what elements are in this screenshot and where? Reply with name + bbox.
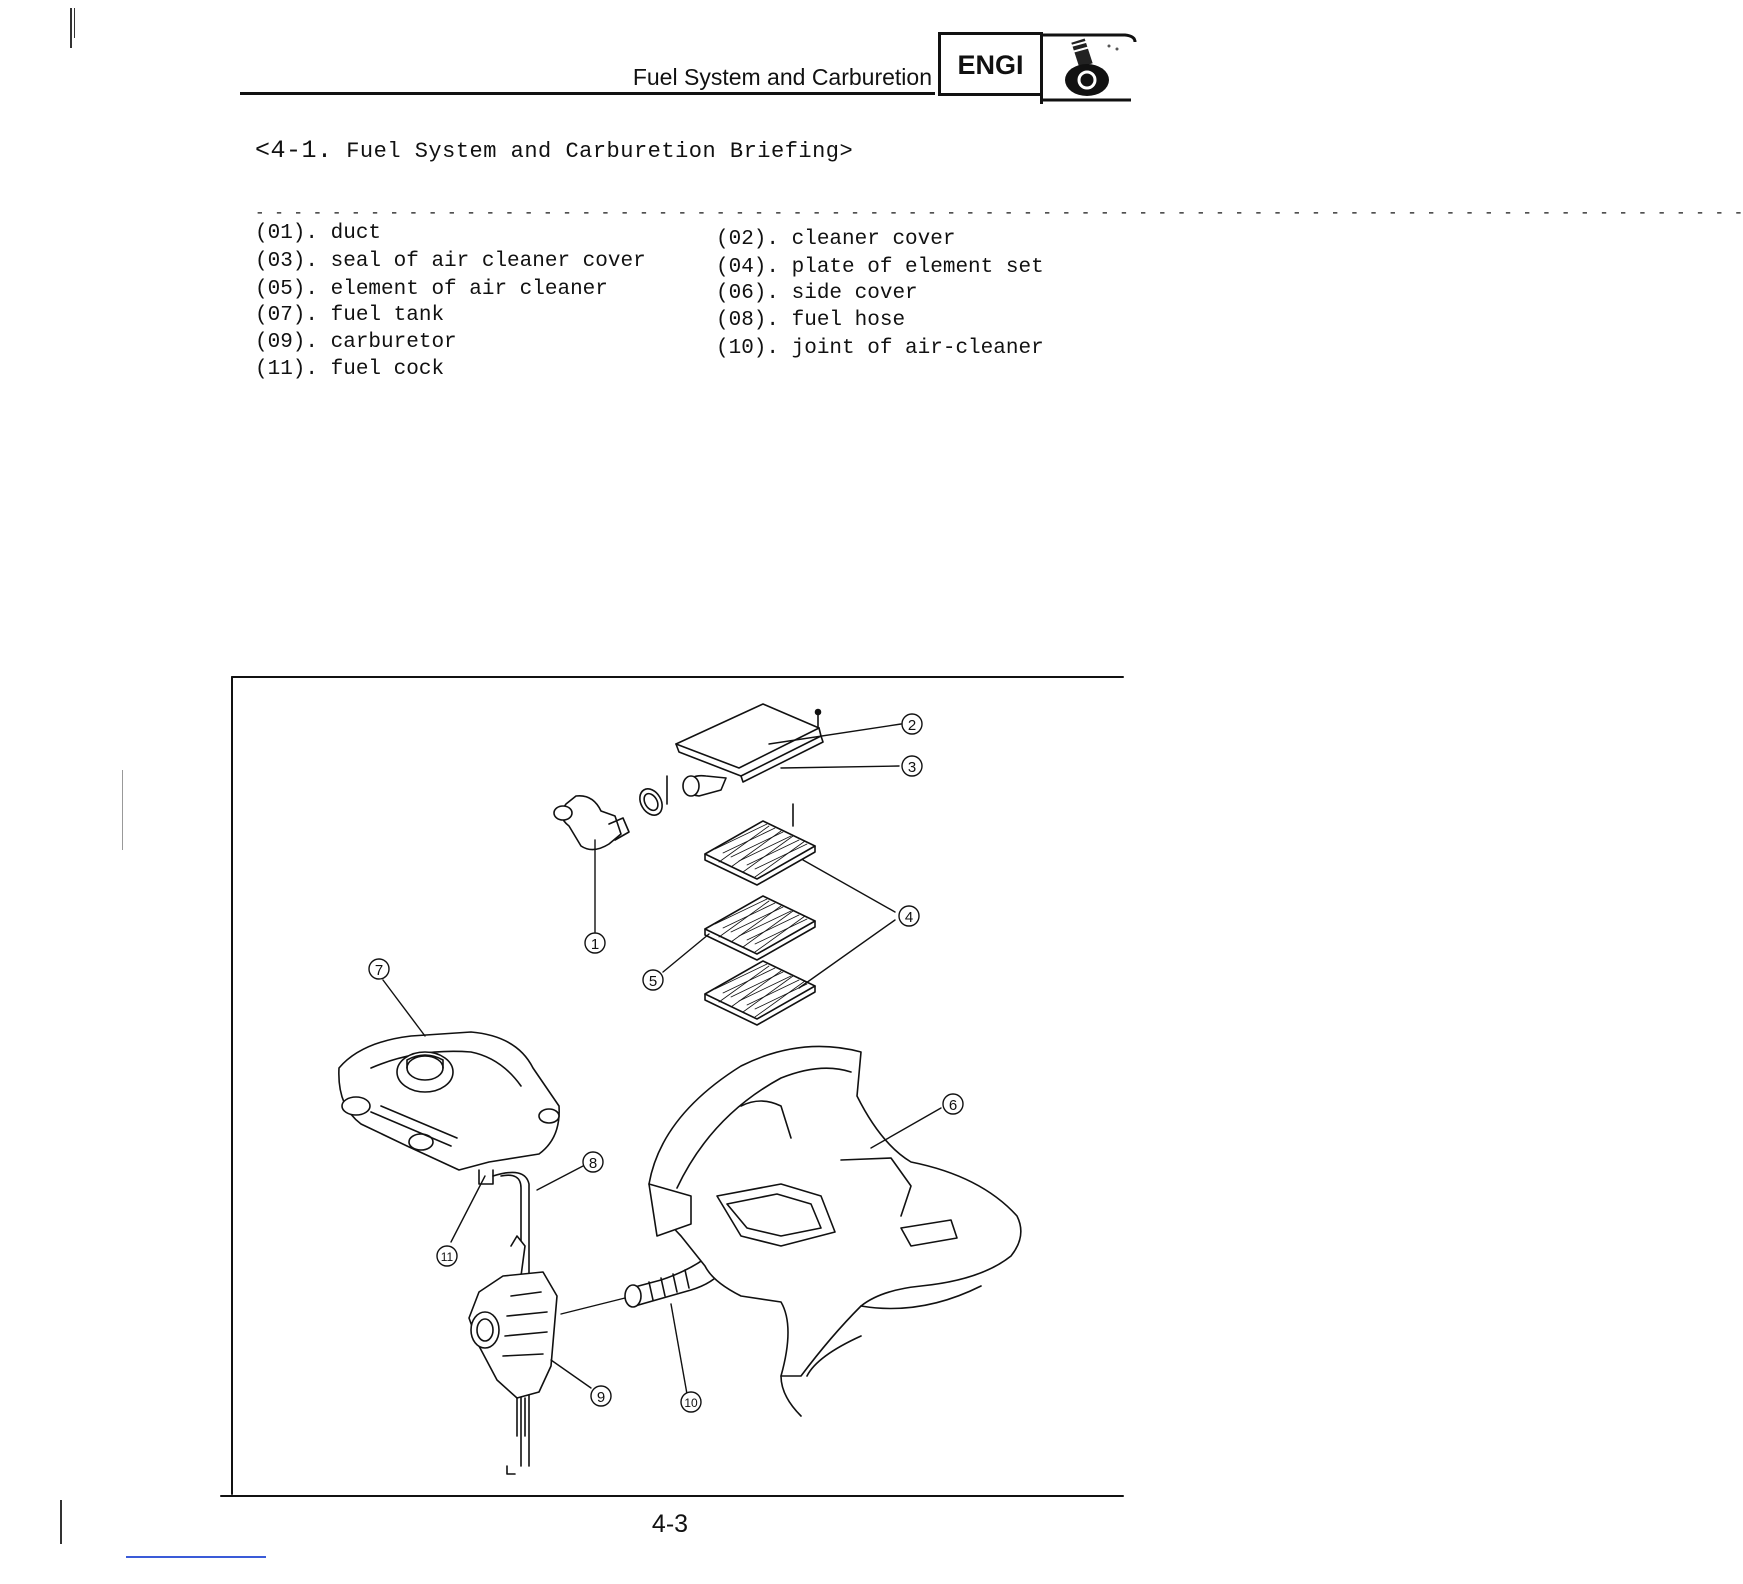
callout-4: 4 (898, 905, 920, 927)
dashed-divider: - - - - - - - - - - - - - - - - - - - - … (255, 204, 1743, 222)
part-name: fuel cock (330, 358, 445, 381)
part-number: (02). (716, 228, 780, 251)
callout-2: 2 (901, 713, 923, 735)
part-name: fuel tank (330, 304, 445, 327)
callout-10-label: 10 (684, 1396, 698, 1410)
list-item: (04). plate of element set (716, 256, 1044, 279)
part-number: (07). (255, 304, 319, 327)
side-cover-drawing (648, 1045, 1022, 1417)
part-name: seal of air cleaner cover (330, 250, 646, 273)
part-number: (08). (716, 309, 780, 332)
list-item: (05). element of air cleaner (255, 278, 608, 301)
scan-mark (70, 8, 72, 48)
list-item: (01). duct (255, 222, 381, 245)
callout-5: 5 (642, 969, 664, 991)
part-number: (06). (716, 282, 780, 305)
page-number: 4-3 (651, 1510, 689, 1538)
callout-1: 1 (584, 932, 606, 954)
callout-6-label: 6 (949, 1097, 957, 1114)
scan-underline (126, 1556, 266, 1558)
scan-mark (60, 1500, 62, 1544)
fuel-tank-drawing (338, 1031, 560, 1171)
callout-8-label: 8 (589, 1155, 597, 1172)
part-number: (04). (716, 256, 780, 279)
part-name: joint of air-cleaner (791, 337, 1044, 360)
cleaner-cover-drawing (666, 703, 824, 805)
part-number: (10). (716, 337, 780, 360)
callout-3-label: 3 (908, 759, 916, 776)
part-name: element of air cleaner (330, 278, 608, 301)
carburetor-drawing (468, 1235, 558, 1437)
list-item: (03). seal of air cleaner cover (255, 250, 646, 273)
section-number: <4-1. (255, 136, 333, 165)
list-item: (10). joint of air-cleaner (716, 337, 1044, 360)
section-badge: ENGI (938, 32, 1040, 96)
part-name: plate of element set (791, 256, 1044, 279)
list-item: (02). cleaner cover (716, 228, 955, 251)
list-item: (11). fuel cock (255, 358, 444, 381)
part-name: duct (330, 222, 382, 245)
parts-list: (01). duct (02). cleaner cover (03). sea… (255, 218, 1135, 381)
scan-mark (122, 770, 123, 850)
callout-2-label: 2 (908, 717, 916, 734)
fuel-hose-drawing (478, 1169, 530, 1475)
callout-6: 6 (942, 1093, 964, 1115)
list-item: (07). fuel tank (255, 304, 444, 327)
list-item: (09). carburetor (255, 331, 457, 354)
part-name: cleaner cover (791, 228, 956, 251)
callout-7: 7 (368, 958, 390, 980)
section-badge-label: ENGI (957, 50, 1024, 80)
page-header-title: Fuel System and Carburetion (632, 64, 932, 90)
callout-3: 3 (901, 755, 923, 777)
part-name: carburetor (330, 331, 457, 354)
callout-11: 11 (436, 1245, 458, 1267)
callout-8: 8 (582, 1151, 604, 1173)
section-title: Fuel System and Carburetion Briefing> (346, 139, 854, 164)
part-number: (05). (255, 278, 319, 301)
callout-1-label: 1 (591, 936, 599, 953)
list-item: (08). fuel hose (716, 309, 905, 332)
callout-10: 10 (680, 1391, 702, 1413)
part-name: fuel hose (791, 309, 906, 332)
part-number: (03). (255, 250, 319, 273)
header-rule (240, 92, 935, 95)
element-plates-drawing (704, 803, 816, 1026)
part-number: (01). (255, 222, 319, 245)
callout-5-label: 5 (649, 973, 657, 990)
part-name: side cover (791, 282, 918, 305)
scan-mark (74, 8, 75, 38)
callout-7-label: 7 (375, 962, 383, 979)
engine-icon (1040, 32, 1137, 104)
callout-4-label: 4 (905, 909, 913, 926)
callout-9-label: 9 (597, 1389, 605, 1406)
duct-drawing (553, 794, 630, 851)
callout-11-label: 11 (441, 1250, 454, 1264)
list-item: (06). side cover (716, 282, 918, 305)
part-number: (11). (255, 358, 319, 381)
exploded-diagram: 2 3 1 4 5 7 8 11 9 10 6 (220, 676, 1126, 1504)
part-number: (09). (255, 331, 319, 354)
section-heading: <4-1. Fuel System and Carburetion Briefi… (255, 136, 853, 165)
callout-9: 9 (590, 1385, 612, 1407)
